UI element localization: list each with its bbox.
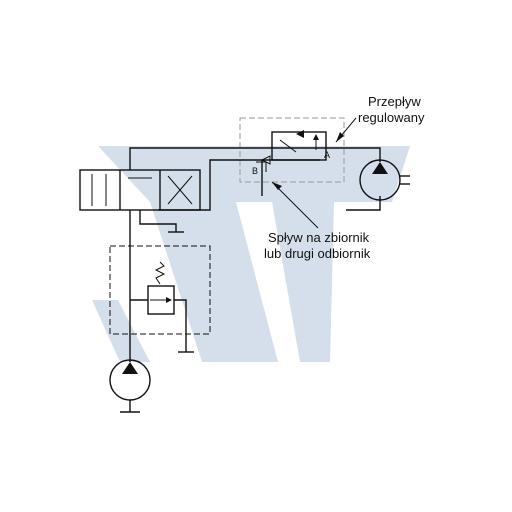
- motor: [359, 159, 410, 201]
- pressure-line-to-motor: [129, 147, 381, 170]
- valve-cross-2: [167, 175, 193, 205]
- flow-valve-envelope: [239, 117, 345, 183]
- motor-body: [359, 159, 401, 201]
- callout-bypass-arrow: [272, 182, 282, 190]
- bypass-label-line1: Spływ na zbiornik: [268, 230, 370, 245]
- controlled-flow-label-line1: Przepływ: [368, 94, 421, 109]
- relief-valve-envelope: [109, 245, 211, 335]
- callouts: [271, 117, 357, 229]
- tank-line-directional: [139, 210, 177, 232]
- controlled-flow-label-line2: regulowany: [358, 110, 425, 125]
- relief-valve: [109, 245, 211, 353]
- check-valve-icon: [296, 130, 304, 138]
- spring-icon: [154, 261, 166, 285]
- watermark-logo: [92, 146, 410, 362]
- flow-valve-pointer-head: [313, 134, 319, 140]
- pump: [109, 359, 151, 413]
- bypass-label-line2: lub drugi odbiornik: [264, 246, 371, 261]
- directional-valve: [79, 169, 201, 233]
- main-piping: [129, 147, 381, 362]
- motor-icon: [372, 162, 388, 174]
- port-b-label: B: [252, 166, 258, 176]
- relief-valve-arrow-head: [166, 297, 172, 303]
- pump-icon: [122, 362, 138, 374]
- flow-valve-arrow: [279, 139, 297, 153]
- callout-bypass-line: [271, 181, 319, 229]
- port-a-label: A: [324, 150, 330, 160]
- callout-controlled-arrow: [336, 132, 344, 142]
- relief-valve-outlet: [174, 299, 187, 352]
